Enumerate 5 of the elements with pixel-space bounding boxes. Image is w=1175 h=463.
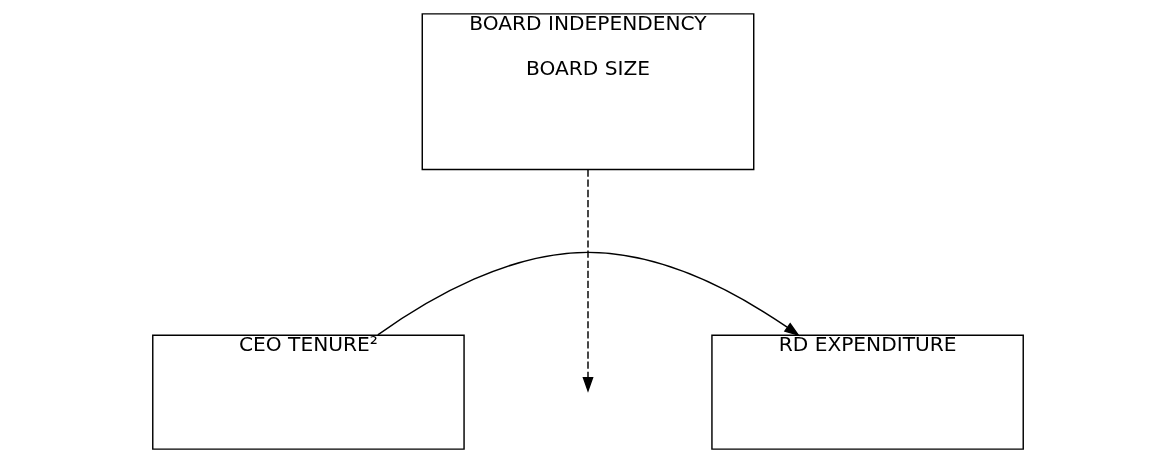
- arrow: [581, 169, 594, 393]
- node-box: BOARD INDEPENDENCY BOARD SIZE: [421, 13, 754, 171]
- arrow: [376, 251, 800, 337]
- node-box: CEO TENURE²: [151, 334, 465, 450]
- node-box: RD EXPENDITURE: [710, 334, 1024, 450]
